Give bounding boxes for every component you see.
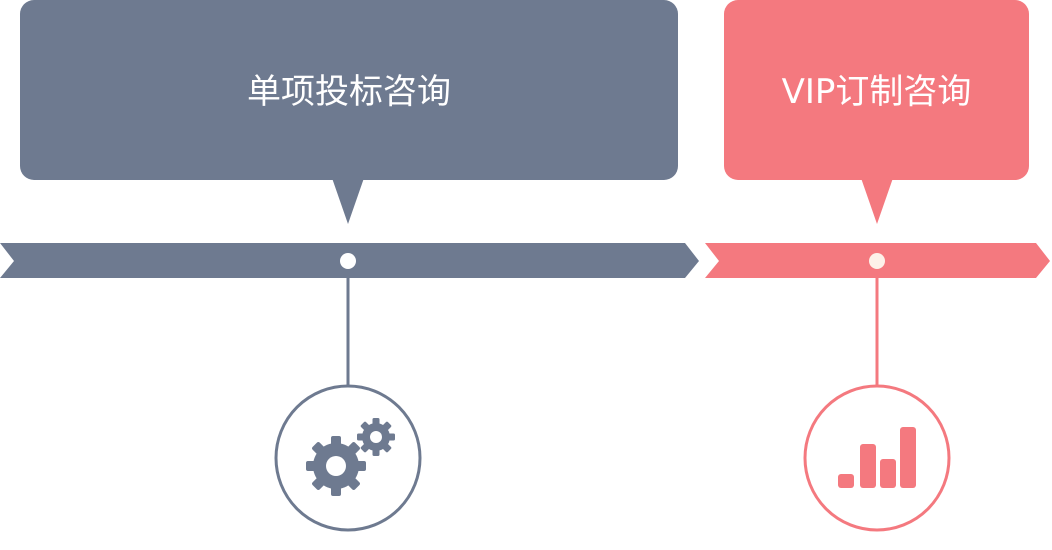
callout-tail-left	[332, 178, 364, 224]
callout-label-single-bid: 单项投标咨询	[247, 71, 451, 112]
icon-circle-right	[803, 384, 951, 532]
callout-single-bid-consulting: 单项投标咨询	[20, 0, 678, 180]
timeline-node-left	[340, 253, 356, 269]
callout-tail-right	[861, 178, 893, 224]
callout-vip-custom-consulting: VIP订制咨询	[724, 0, 1029, 180]
gears-icon	[306, 418, 395, 496]
bar-chart-icon	[838, 427, 916, 488]
timeline-node-right	[869, 253, 885, 269]
callout-label-vip: VIP订制咨询	[781, 71, 972, 112]
